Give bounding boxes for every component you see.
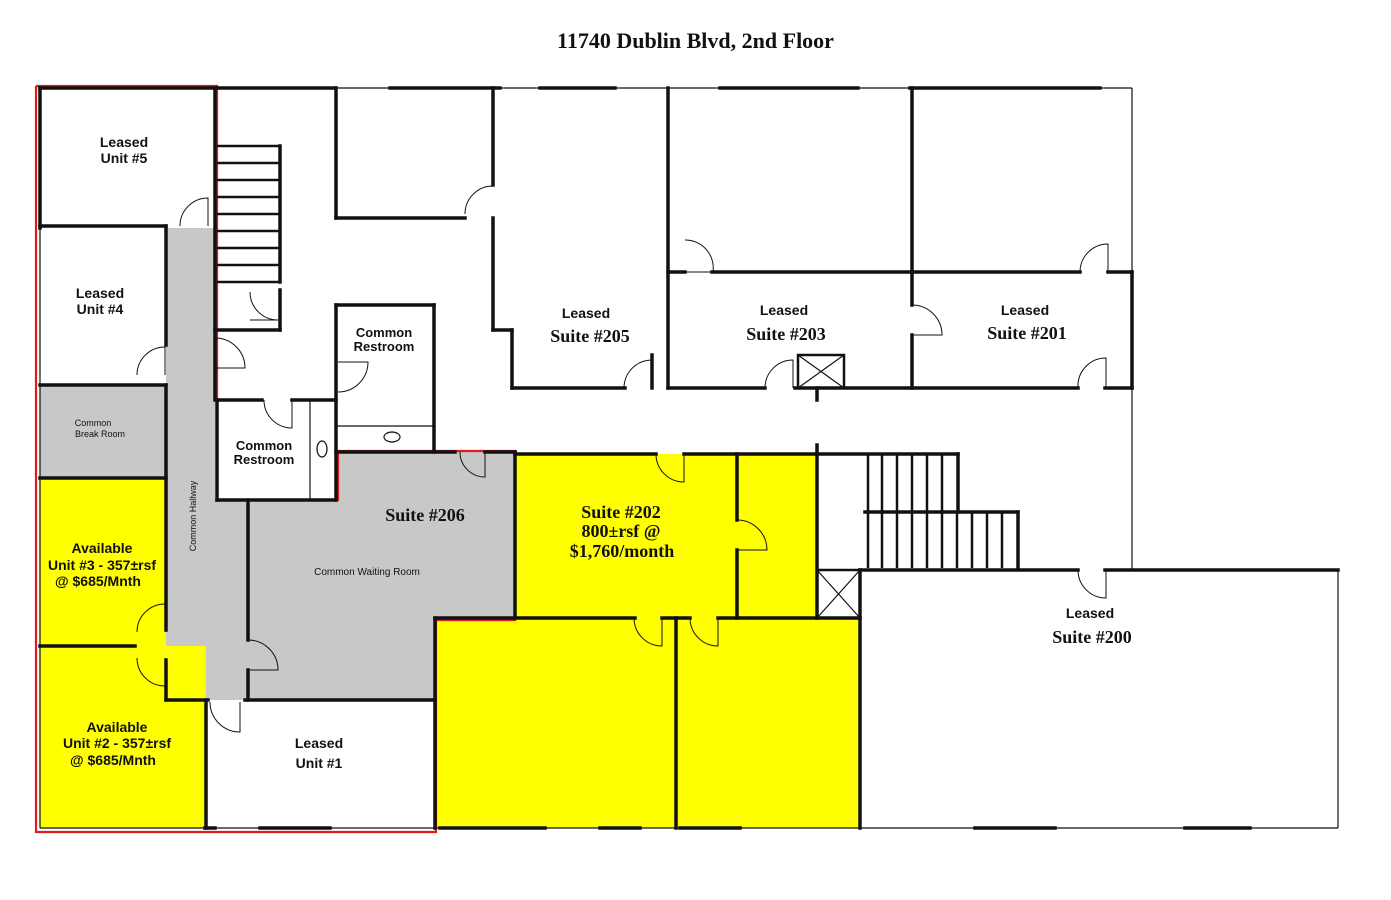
unit5-label-l1: Leased	[100, 134, 148, 150]
unit3-label-l2: Unit #3 - 357±rsf	[48, 557, 156, 573]
waiting-room-label: Common Waiting Room	[314, 567, 420, 578]
break-room-label-l2: Break Room	[75, 429, 125, 439]
restroom-b-label-l1: Common	[356, 325, 412, 340]
restroom-a-label-l2: Restroom	[234, 452, 295, 467]
restroom-b-label-l2: Restroom	[354, 339, 415, 354]
floor-plan-title: 11740 Dublin Blvd, 2nd Floor	[557, 28, 834, 53]
restroom-a-label-l1: Common	[236, 438, 292, 453]
unit3-label-l1: Available	[72, 540, 133, 556]
unit2-label-l2: Unit #2 - 357±rsf	[63, 735, 171, 751]
waiting-room-fill	[248, 452, 515, 700]
unit3-fill	[40, 478, 166, 646]
door-swings	[136, 185, 1109, 733]
suite200-label-l2: Suite #200	[1052, 627, 1132, 647]
unit4-label-l1: Leased	[76, 285, 124, 301]
unit3-label-l3: @ $685/Mnth	[55, 573, 141, 589]
suite202-fill	[435, 454, 860, 828]
labels: Leased Unit #5 Leased Unit #4 Common Bre…	[48, 134, 1132, 771]
suite206-label: Suite #206	[385, 505, 465, 525]
suite201-label-l1: Leased	[1001, 302, 1049, 318]
unit5-label-l2: Unit #5	[101, 150, 148, 166]
suite203-label-l1: Leased	[760, 302, 808, 318]
unit2-label-l1: Available	[87, 719, 148, 735]
unit4-label-l2: Unit #4	[77, 301, 124, 317]
suite205-label-l2: Suite #205	[550, 326, 630, 346]
suite205-label-l1: Leased	[562, 305, 610, 321]
suite203-label-l2: Suite #203	[746, 324, 826, 344]
walls	[38, 86, 1340, 830]
unit2-label-l3: @ $685/Mnth	[70, 752, 156, 768]
suite200-label-l1: Leased	[1066, 605, 1114, 621]
unit1-label-l2: Unit #1	[296, 755, 343, 771]
suite202-label-l3: $1,760/month	[570, 541, 675, 561]
stairs-lower	[815, 452, 1020, 570]
break-room-label-l1: Common	[75, 418, 112, 428]
suite202-label-l1: Suite #202	[581, 502, 661, 522]
suite202-label-l2: 800±rsf @	[581, 521, 660, 541]
suite201-label-l2: Suite #201	[987, 323, 1067, 343]
unit2-fill	[40, 646, 206, 828]
unit1-label-l1: Leased	[295, 735, 343, 751]
room-fills	[40, 228, 860, 828]
break-room-fill	[40, 386, 166, 478]
stairs-upper	[217, 144, 282, 284]
hallway-label: Common Hallway	[188, 480, 198, 551]
